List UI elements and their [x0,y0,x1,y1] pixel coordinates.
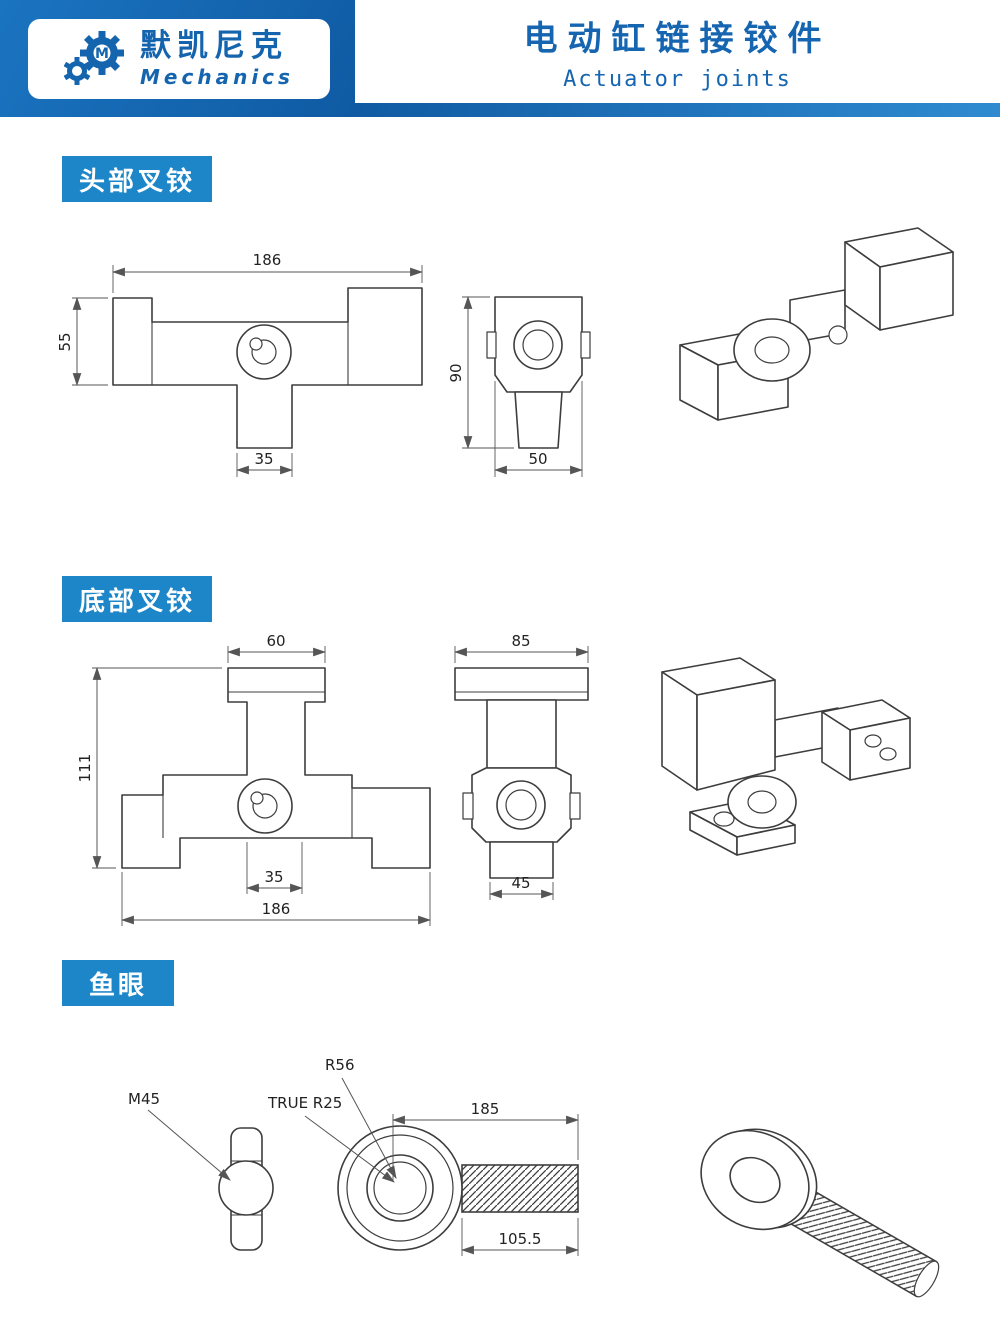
dim-bottom-side-stem-width: 45 [511,874,530,892]
dim-bottom-side-cap-width: 85 [511,632,530,650]
dim-head-stem-width: 35 [254,450,273,468]
bottom-clevis-side-view: 85 45 [453,632,590,900]
rod-end-isometric-view [700,1128,940,1298]
dim-bottom-cap-width: 60 [266,632,285,650]
dim-thread-length: 105.5 [499,1230,542,1248]
dim-head-side-width: 50 [528,450,547,468]
dim-ring-radius: R56 [325,1056,355,1074]
dim-head-flange-height: 55 [56,332,74,351]
head-clevis-figure: 186 55 35 90 50 [56,227,954,477]
page-title-cn: 电动缸链接铰件 [523,19,832,59]
dim-head-side-height: 90 [447,363,465,382]
dim-bottom-overall-width: 186 [262,900,291,918]
dim-bottom-overall-height: 111 [76,754,94,783]
head-clevis-side-view: 90 50 [447,295,591,477]
rod-end-figure: M45 R56 TRUE R25 185 105.5 [128,1056,940,1298]
section-badge-bottom-clevis: 底部叉铰 [62,576,212,622]
dim-bottom-stem-width: 35 [264,868,283,886]
gear-logo-icon: M [64,31,125,85]
header-blue-strip [355,103,1000,117]
svg-text:M: M [95,46,109,62]
rod-end-callouts: M45 R56 TRUE R25 185 105.5 [128,1056,580,1256]
page-title-en: Actuator joints [563,67,792,92]
page-title: 电动缸链接铰件 Actuator joints [355,0,1000,103]
brand-name-en: Mechanics [140,65,294,89]
bottom-clevis-isometric-view [661,657,911,856]
bottom-clevis-figure: 60 111 35 186 [76,632,911,926]
bottom-clevis-front-view: 60 111 35 186 [76,632,432,926]
rod-end-side-view [218,1127,274,1251]
head-clevis-isometric-view [679,227,954,421]
head-clevis-front-view: 186 55 35 [56,251,424,477]
section-badge-head-clevis: 头部叉铰 [62,156,212,202]
dim-head-overall-width: 186 [253,251,282,269]
rod-end-front-view [337,1125,579,1251]
section-badge-rod-end: 鱼眼 [62,960,174,1006]
dim-thread-spec: M45 [128,1090,160,1108]
dim-overall-length: 185 [471,1100,500,1118]
dim-sphere-note: TRUE R25 [267,1094,342,1112]
brand-name-cn: 默凯尼克 [140,28,289,64]
brand-logo: M 默凯尼克 Mechanics [28,19,330,99]
